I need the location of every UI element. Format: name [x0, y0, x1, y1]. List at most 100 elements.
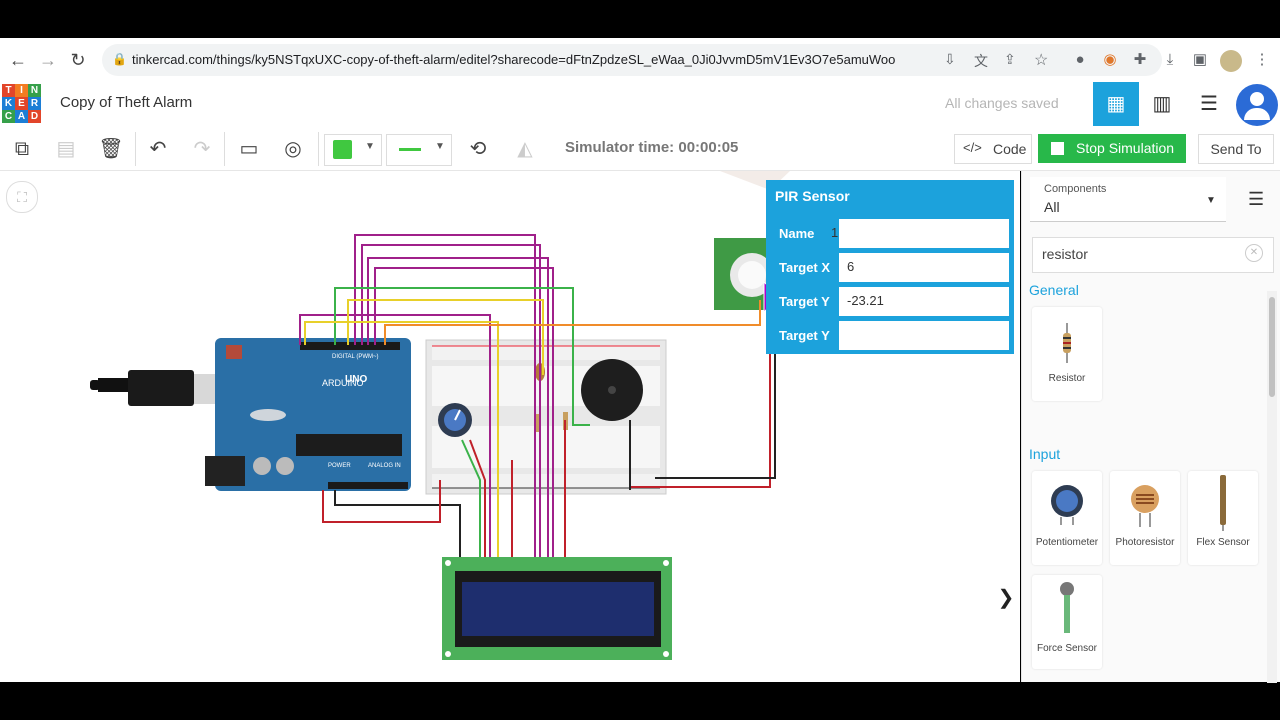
- potentiometer: [438, 403, 472, 437]
- field-label: Target X: [773, 253, 839, 282]
- expand-panel-chevron-icon[interactable]: ❯: [997, 587, 1015, 609]
- name-field[interactable]: Name 1: [772, 218, 1010, 249]
- field-label: Target Y: [773, 321, 839, 350]
- clear-search-icon[interactable]: ✕: [1245, 244, 1263, 262]
- field-value[interactable]: 1: [831, 225, 839, 240]
- bookmark-star-icon[interactable]: ☆: [1034, 52, 1049, 69]
- logo-letter: D: [28, 110, 41, 123]
- extension-icon[interactable]: ◉: [1103, 51, 1117, 68]
- force-sensor-icon: [1060, 582, 1074, 633]
- back-arrow-icon[interactable]: ←: [9, 50, 27, 70]
- logo-letter: K: [2, 97, 15, 110]
- chevron-down-icon: ▼: [1206, 195, 1216, 206]
- url-text: tinkercad.com/things/ky5NSTqxUXC-copy-of…: [132, 52, 896, 67]
- redo-icon[interactable]: ↷: [193, 138, 211, 160]
- download-icon[interactable]: ⤓: [1166, 51, 1174, 68]
- panda-extension-icon[interactable]: ●: [1075, 51, 1085, 68]
- scrollbar-thumb[interactable]: [1269, 297, 1275, 397]
- field-value[interactable]: -23.21: [847, 293, 884, 308]
- arduino-brand-text: ARDUINO: [322, 378, 364, 388]
- wire-style-swatch: [399, 148, 421, 151]
- stop-simulation-button[interactable]: Stop Simulation: [1038, 134, 1186, 163]
- lock-icon: 🔒: [112, 52, 127, 66]
- resistor-icon: [1063, 323, 1071, 363]
- analog-label: ANALOG IN: [368, 463, 401, 469]
- panel-scrollbar[interactable]: [1267, 291, 1277, 683]
- code-icon: </>: [963, 140, 982, 155]
- components-panel: Components All ▼ ☰ resistor ✕ General Re…: [1021, 171, 1280, 683]
- arduino-model-text: UNO: [345, 374, 367, 385]
- potentiometer-icon: [1051, 485, 1083, 525]
- component-card-flex-sensor[interactable]: Flex Sensor: [1188, 471, 1258, 565]
- logo-letter: N: [28, 84, 41, 97]
- section-general: General: [1029, 282, 1079, 298]
- wire-color-dropdown[interactable]: ▼: [324, 134, 382, 166]
- profile-avatar[interactable]: [1220, 50, 1242, 72]
- flip-icon[interactable]: ◭: [517, 138, 533, 160]
- list-view-icon[interactable]: ☰: [1248, 189, 1265, 209]
- component-card-force-sensor[interactable]: Force Sensor: [1032, 575, 1102, 669]
- user-avatar[interactable]: [1236, 84, 1278, 126]
- component-card-potentiometer[interactable]: Potentiometer: [1032, 471, 1102, 565]
- component-list-icon[interactable]: ☰: [1200, 93, 1218, 115]
- pir-sensor-inspector: PIR Sensor Name 1 Target X 6 Target Y -2…: [766, 180, 1014, 354]
- circuit-view-icon[interactable]: ▦: [1093, 82, 1139, 126]
- translate-icon[interactable]: 文: [974, 53, 988, 69]
- logo-letter: E: [15, 97, 28, 110]
- copy-icon[interactable]: ⧉: [14, 138, 30, 160]
- schematic-view-icon[interactable]: ▥: [1152, 93, 1172, 115]
- component-label: Force Sensor: [1036, 643, 1098, 654]
- wire-type-dropdown[interactable]: ▼: [386, 134, 452, 166]
- field-label: Target Y: [773, 287, 839, 316]
- send-to-button[interactable]: Send To: [1198, 134, 1274, 164]
- component-card-resistor[interactable]: Resistor: [1032, 307, 1102, 401]
- wires: [299, 234, 776, 560]
- chevron-down-icon: ▼: [365, 141, 375, 152]
- components-filter-dropdown[interactable]: Components All ▼: [1030, 177, 1226, 222]
- filter-label: Components: [1044, 183, 1107, 195]
- component-search-input[interactable]: resistor ✕: [1032, 237, 1274, 273]
- component-label: Resistor: [1048, 373, 1086, 384]
- logo-letter: I: [15, 84, 28, 97]
- address-bar[interactable]: 🔒 tinkercad.com/things/ky5NSTqxUXC-copy-…: [102, 44, 1162, 76]
- browser-toolbar: ← → ↻ 🔒 tinkercad.com/things/ky5NSTqxUXC…: [0, 38, 1280, 83]
- share-icon[interactable]: ⇪: [1004, 51, 1016, 67]
- section-input: Input: [1029, 446, 1061, 462]
- field-label: Name: [773, 219, 839, 248]
- target-y-field[interactable]: Target Y -23.21: [772, 286, 1010, 317]
- view-notes-icon[interactable]: ◎: [284, 138, 302, 160]
- component-label: Flex Sensor: [1196, 537, 1250, 548]
- logo-letter: T: [2, 84, 15, 97]
- inspector-title: PIR Sensor: [775, 188, 850, 204]
- save-status: All changes saved: [945, 95, 1059, 111]
- target-x-field[interactable]: Target X 6: [772, 252, 1010, 283]
- project-title[interactable]: Copy of Theft Alarm: [60, 94, 193, 111]
- field-value[interactable]: 6: [847, 259, 855, 274]
- component-label: Photoresistor: [1115, 537, 1175, 548]
- browser-menu-icon[interactable]: ⋮: [1254, 51, 1270, 68]
- component-card-photoresistor[interactable]: Photoresistor: [1110, 471, 1180, 565]
- puzzle-extensions-icon[interactable]: ✚: [1133, 51, 1147, 68]
- reload-icon[interactable]: ↻: [70, 50, 86, 70]
- stop-label: Stop Simulation: [1076, 140, 1175, 156]
- notes-icon[interactable]: ▭: [239, 138, 259, 160]
- target-y-field-2[interactable]: Target Y 0: [772, 320, 1010, 351]
- flex-sensor-icon: [1220, 475, 1226, 531]
- chevron-down-icon: ▼: [435, 141, 445, 152]
- undo-icon[interactable]: ↶: [149, 138, 167, 160]
- paste-icon[interactable]: ▤: [56, 138, 76, 160]
- simulator-time: Simulator time: 00:00:05: [565, 139, 739, 156]
- filter-value: All: [1044, 199, 1060, 215]
- forward-arrow-icon[interactable]: →: [39, 50, 57, 70]
- fit-view-icon[interactable]: ⛶: [6, 181, 38, 213]
- install-icon[interactable]: ⇩: [944, 51, 956, 67]
- delete-icon[interactable]: 🗑: [98, 138, 124, 160]
- field-value[interactable]: 0: [847, 327, 855, 342]
- sidebar-icon[interactable]: ▣: [1192, 51, 1208, 68]
- code-button[interactable]: </> Code: [954, 134, 1032, 164]
- rotate-icon[interactable]: ⟲: [469, 138, 487, 160]
- search-value: resistor: [1042, 246, 1088, 262]
- photoresistor-icon: [1131, 485, 1159, 527]
